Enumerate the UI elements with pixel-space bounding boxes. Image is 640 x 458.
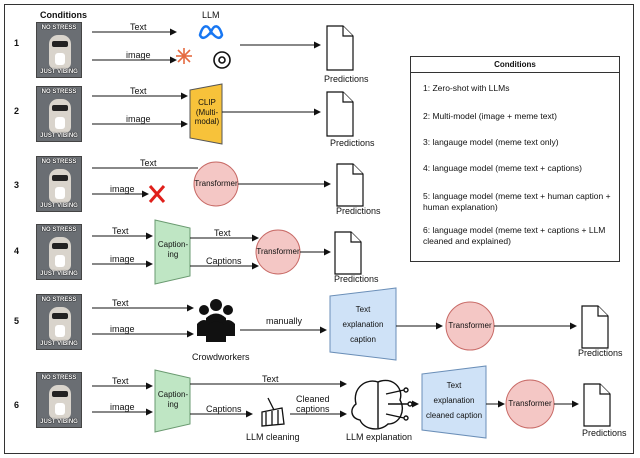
captions-label: Captions [206,404,242,414]
predictions-label: Predictions [336,206,381,216]
legend-divider [411,72,619,73]
explanation-box-row5 [329,287,397,361]
row-number-5: 5 [14,316,20,326]
transformer-label: Transformer [194,179,238,188]
explanation-label: Text explanation cleaned caption [425,381,483,421]
predictions-label: Predictions [578,348,623,358]
cleaned-captions-label: Cleaned captions [296,394,330,415]
brain-icon [351,379,413,430]
row-number-4: 4 [14,246,20,256]
captioning-label: Caption- ing [157,390,189,409]
clip-label: CLIP (Multi- modal) [194,98,220,127]
image-label: image [126,50,151,60]
crowdworkers-icon [197,299,235,342]
text-label: Text [262,374,279,384]
transformer-label: Transformer [448,321,492,330]
row-number-6: 6 [14,400,20,410]
predictions-label: Predictions [324,74,369,84]
legend-item: 1: Zero-shot with LLMs [423,83,510,93]
predictions-label: Predictions [334,274,379,284]
cross-icon [148,185,166,203]
legend-item: 2: Multi-model (image + meme text) [423,111,557,121]
llm-meta-icon [198,25,224,40]
transformer-label: Transformer [256,247,300,256]
text-label: Text [130,22,147,32]
text-label: Text [112,376,129,386]
llm-cleaning-label: LLM cleaning [246,432,300,442]
captioning-box-row4 [154,219,191,285]
llm-explanation-label: LLM explanation [346,432,413,442]
row-number-3: 3 [14,180,20,190]
text-label: Text [130,86,147,96]
legend-item: 3: langauge model (meme text only) [423,137,559,147]
predictions-doc-icon [326,25,611,427]
openai-icon [213,51,231,69]
cleaning-brush-icon [261,397,285,427]
image-label: image [126,114,151,124]
crowdworkers-label: Crowdworkers [192,352,250,362]
text-label: Text [112,226,129,236]
clip-box [189,83,223,145]
row-number-2: 2 [14,106,20,116]
captions-label: Captions [206,256,242,266]
text-label: Text [214,228,231,238]
legend-item: 4: language model (meme text + captions) [423,163,582,173]
legend-item: 5: language model (meme text + human cap… [423,191,611,212]
image-label: image [110,324,135,334]
legend-title: Conditions [494,60,536,69]
captioning-box-row6 [154,369,191,433]
text-label: Text [112,298,129,308]
llm-label: LLM [202,10,220,20]
image-label: image [110,402,135,412]
explanation-box-row6 [421,365,487,439]
conditions-header: Conditions [40,10,87,20]
text-label: Text [140,158,157,168]
conditions-legend: Conditions 1: Zero-shot with LLMs 2: Mul… [410,56,620,262]
row-number-1: 1 [14,38,20,48]
transformer-label: Transformer [508,399,552,408]
image-label: image [110,254,135,264]
diagram-frame [4,4,634,454]
predictions-label: Predictions [582,428,627,438]
explanation-label: Text explanation caption [342,305,384,345]
claude-spark-icon [176,48,192,64]
captioning-label: Caption- ing [157,240,189,259]
legend-item: 6: language model (meme text + captions … [423,225,606,246]
image-label: image [110,184,135,194]
predictions-label: Predictions [330,138,375,148]
manually-label: manually [266,316,303,326]
